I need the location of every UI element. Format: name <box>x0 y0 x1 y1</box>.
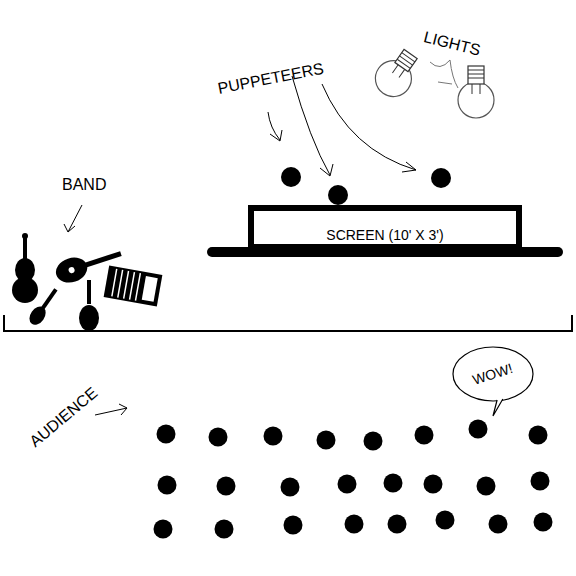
light-bulb <box>458 66 494 118</box>
guitar-body <box>53 254 91 287</box>
bulb-globe <box>458 82 494 118</box>
screen-label: SCREEN (10' X 3') <box>326 227 443 243</box>
double-bass <box>12 233 38 303</box>
ukulele-neck <box>40 288 57 310</box>
audience-dot <box>529 426 548 445</box>
violin <box>79 280 99 331</box>
audience-dot <box>489 515 508 534</box>
audience-dot <box>317 431 336 450</box>
audience-dot <box>158 476 177 495</box>
puppeteer-dot <box>431 168 451 188</box>
accordion-keys <box>142 276 158 302</box>
lights-label: LIGHTS <box>422 28 482 59</box>
leader-arrow <box>292 76 333 176</box>
guitar-neck <box>84 251 122 267</box>
audience-dot <box>338 475 357 494</box>
light-bulb <box>368 44 425 104</box>
bubble-tail <box>493 399 503 416</box>
leader-arrow <box>64 205 82 232</box>
puppeteer-dot <box>328 185 348 205</box>
audience-dot <box>436 511 455 530</box>
accordion-bellows <box>112 269 140 301</box>
puppeteers-label: PUPPETEERS <box>216 60 325 98</box>
accordion <box>104 266 163 307</box>
audience-dot <box>345 515 364 534</box>
audience-dot <box>534 513 553 532</box>
audience-dot <box>415 426 434 445</box>
audience-dot <box>477 477 496 496</box>
audience-dot <box>284 516 303 535</box>
violin-body <box>79 305 99 331</box>
puppeteer-dot <box>281 167 301 187</box>
audience-dot <box>217 477 236 496</box>
audience-dot <box>209 428 228 447</box>
bubble-ellipse <box>453 347 533 401</box>
audience-dot <box>215 520 234 539</box>
screen-box: SCREEN (10' X 3') <box>248 205 522 250</box>
audience-dot <box>157 425 176 444</box>
violin-neck <box>87 280 91 304</box>
audience <box>154 420 553 539</box>
leader-arrow <box>268 112 282 141</box>
band-label: BAND <box>62 176 106 194</box>
audience-dot <box>154 520 173 539</box>
audience-dot <box>384 474 403 493</box>
bass-scroll <box>22 233 28 239</box>
audience-label: AUDIENCE <box>26 384 101 451</box>
ukulele <box>26 285 62 327</box>
audience-dot <box>469 420 488 439</box>
speech-bubble: WOW! <box>452 346 534 402</box>
audience-dot <box>531 472 550 491</box>
accordion-body <box>104 266 163 307</box>
guitar-hole <box>68 266 76 274</box>
leader-arrow <box>322 84 416 172</box>
bulb-filament <box>468 70 484 94</box>
audience-dot <box>281 478 300 497</box>
audience-dot <box>264 427 283 446</box>
audience-dot <box>388 515 407 534</box>
audience-dot <box>424 475 443 494</box>
bulb-filament <box>389 53 415 80</box>
light-hand <box>430 60 458 88</box>
bass-body <box>12 277 38 303</box>
leader-arrow <box>95 404 127 415</box>
audience-dot <box>364 432 383 451</box>
bulb-base <box>468 66 484 84</box>
